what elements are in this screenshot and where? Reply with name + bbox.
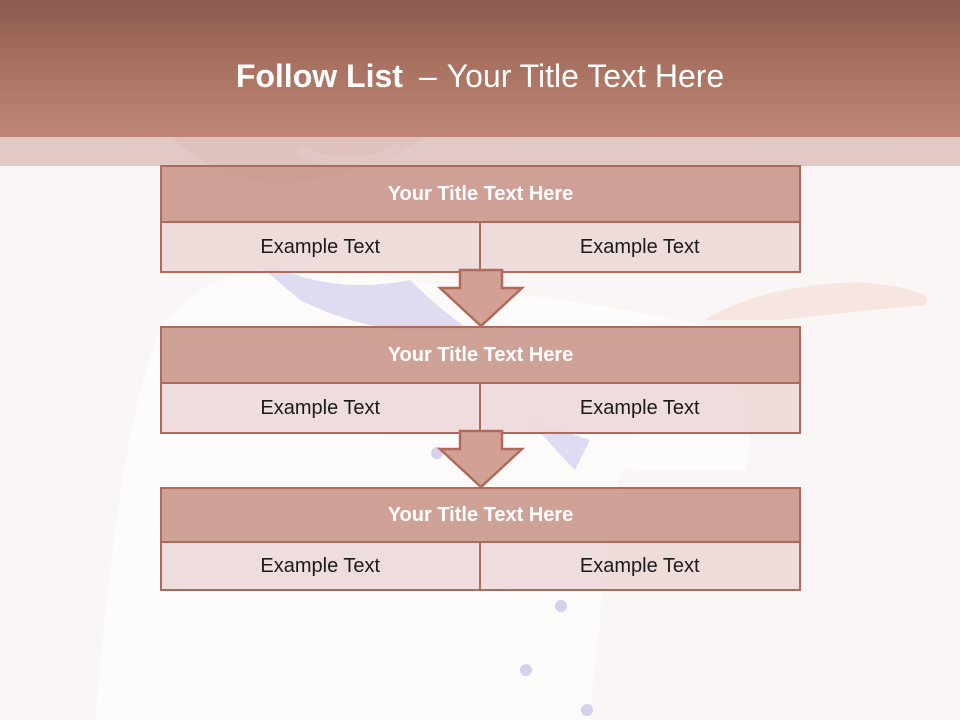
- slide-title-separator: –: [418, 58, 437, 94]
- block-title: Your Title Text Here: [160, 326, 801, 384]
- block-cell-left: Example Text: [160, 223, 481, 273]
- block-cell-right: Example Text: [480, 543, 801, 591]
- subheader-band: [0, 137, 960, 166]
- block-cell-left: Example Text: [160, 384, 481, 434]
- block-cell-left: Example Text: [160, 543, 481, 591]
- down-arrow-icon: [437, 429, 525, 489]
- list-block-3: Your Title Text Here Example Text Exampl…: [160, 487, 801, 591]
- block-title: Your Title Text Here: [160, 487, 801, 543]
- slide-title-bold: Follow List: [235, 58, 403, 94]
- block-title: Your Title Text Here: [160, 165, 801, 223]
- list-block-1: Your Title Text Here Example Text Exampl…: [160, 165, 801, 273]
- slide-title-rest: Your Title Text Here: [446, 58, 725, 94]
- block-cell-right: Example Text: [480, 223, 801, 273]
- slide-title: Follow List–Your Title Text Here: [0, 56, 960, 96]
- header-band: [0, 0, 960, 137]
- block-cell-right: Example Text: [480, 384, 801, 434]
- down-arrow-icon: [437, 268, 525, 328]
- list-block-2: Your Title Text Here Example Text Exampl…: [160, 326, 801, 434]
